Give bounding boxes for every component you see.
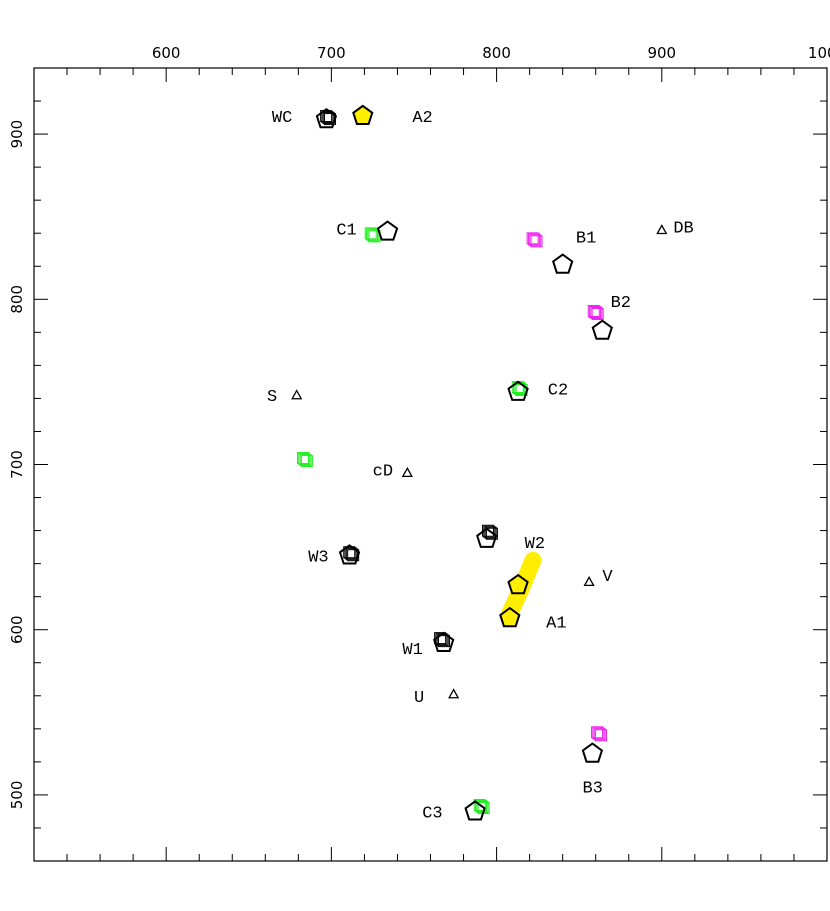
square-marker <box>591 308 604 321</box>
pentagon-markers <box>315 104 613 821</box>
y-tick-label: 800 <box>8 285 26 314</box>
square-marker <box>527 233 540 246</box>
point-label: A1 <box>546 614 566 633</box>
square-marker <box>485 527 498 540</box>
point-label: C1 <box>336 221 356 240</box>
point-label: W2 <box>525 535 545 554</box>
point-label: C3 <box>422 804 442 823</box>
square-cluster <box>296 452 313 468</box>
square-marker <box>299 454 312 467</box>
triangle-markers <box>291 224 668 699</box>
triangle-marker <box>448 688 460 699</box>
y-tick-label: 700 <box>8 450 26 479</box>
x-tick-label: 800 <box>482 44 511 62</box>
point-label: B1 <box>576 230 596 249</box>
square-marker <box>298 453 311 466</box>
pentagon-marker-open <box>433 631 455 652</box>
square-markers <box>296 110 607 814</box>
square-marker <box>593 728 606 741</box>
square-marker <box>530 235 543 248</box>
point-label: W1 <box>402 641 422 660</box>
y-tick-label: 600 <box>8 615 26 644</box>
square-marker <box>438 635 451 648</box>
square-marker <box>473 798 486 811</box>
point-label: B3 <box>582 780 602 799</box>
pentagon-marker-open <box>476 527 498 548</box>
square-marker <box>475 799 488 812</box>
square-marker <box>434 632 447 645</box>
pentagon-marker-open <box>581 742 604 763</box>
pentagon-marker-open <box>315 107 338 129</box>
y-tick-labels: 500 600 700 800 900 <box>8 120 26 809</box>
plot-frame <box>33 67 828 862</box>
square-marker <box>589 306 602 319</box>
x-tick-label: 1000 <box>808 44 830 62</box>
point-label: S <box>267 388 277 407</box>
pentagon-marker-open <box>338 544 361 565</box>
square-marker <box>364 227 377 240</box>
pentagon-marker-filled <box>499 606 521 628</box>
axis-ticks <box>34 68 827 861</box>
pentagon-marker-filled <box>352 104 374 125</box>
point-label: W3 <box>308 548 328 567</box>
y-tick-label: 900 <box>8 120 26 149</box>
square-marker <box>300 455 313 468</box>
x-tick-label: 600 <box>152 44 181 62</box>
square-marker <box>344 547 357 560</box>
triangle-marker <box>583 575 595 587</box>
x-tick-label: 700 <box>317 44 346 62</box>
pentagon-marker-open <box>507 380 529 401</box>
point-label: B2 <box>611 294 631 313</box>
square-cluster <box>526 232 543 248</box>
triangle-marker <box>656 224 668 235</box>
square-marker <box>529 234 542 247</box>
x-tick-labels: 600 700 800 900 1000 <box>152 44 830 62</box>
point-label: U <box>414 689 424 708</box>
square-cluster <box>587 305 604 321</box>
point-label: DB <box>673 220 693 239</box>
pentagon-marker-open <box>464 800 486 821</box>
square-marker <box>526 232 539 245</box>
point-label: A2 <box>412 109 432 128</box>
pentagon-marker-open <box>552 253 574 274</box>
point-label: V <box>602 568 613 587</box>
triangle-marker <box>291 389 303 400</box>
y-tick-label: 500 <box>8 781 26 810</box>
square-marker <box>591 726 604 739</box>
point-label: C2 <box>548 382 568 401</box>
triangle-marker <box>401 466 413 478</box>
square-marker <box>587 305 600 318</box>
square-marker <box>592 727 605 740</box>
pentagon-marker-open <box>376 220 399 241</box>
square-marker <box>484 526 497 539</box>
square-marker <box>296 452 309 465</box>
pentagon-marker-open <box>591 319 613 340</box>
x-tick-label: 900 <box>647 44 676 62</box>
square-marker <box>345 548 358 561</box>
square-marker <box>321 111 334 124</box>
square-cluster <box>591 726 607 742</box>
square-marker <box>366 228 379 241</box>
square-marker <box>590 307 603 320</box>
point-label: WC <box>272 109 292 128</box>
square-marker <box>594 729 607 742</box>
pentagon-marker-filled <box>507 573 529 595</box>
square-marker <box>367 229 380 242</box>
point-label: cD <box>373 462 393 481</box>
